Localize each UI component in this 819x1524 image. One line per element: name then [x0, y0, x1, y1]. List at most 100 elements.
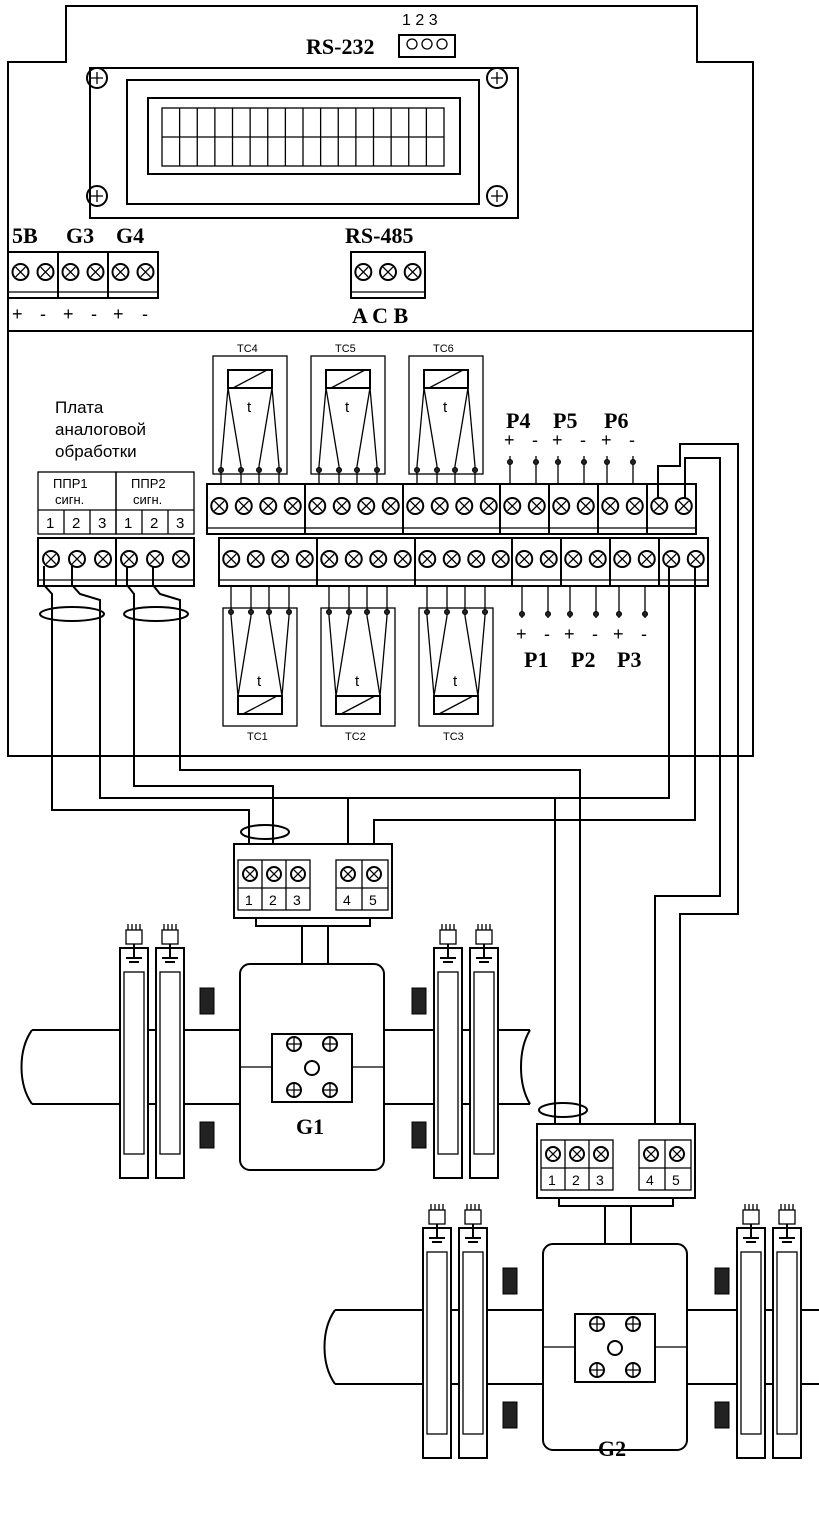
terminal-screw-icon [210, 497, 229, 515]
flange [458, 1204, 488, 1459]
flange [772, 1204, 802, 1459]
flowmeter-pin-label: 1 [245, 892, 253, 908]
flowmeter-pin-label: 5 [672, 1172, 680, 1188]
terminal-screw-icon [515, 550, 534, 568]
flowmeter-pin-label: 4 [646, 1172, 654, 1188]
board-line-3: обработки [55, 442, 137, 461]
screw-icon [86, 185, 108, 207]
terminal-screw-icon [503, 497, 522, 515]
terminal-screw-icon [539, 550, 558, 568]
sensor-symbol: t [453, 673, 458, 690]
terminal-screw-icon [406, 497, 425, 515]
ppr2-pin-2: 2 [150, 515, 158, 532]
rs485-label: RS-485 [345, 223, 413, 248]
terminal-screw-icon [569, 1146, 585, 1162]
sensor-symbol: t [247, 399, 252, 416]
ppr1-name: ППР1 [53, 476, 88, 491]
rs485-terminal: RS-485 A C B [345, 223, 426, 328]
terminal-block-upper-2 [304, 483, 404, 535]
power-polarity-4: - [91, 304, 97, 324]
power-polarity-3: + [63, 304, 74, 324]
terminal-screw-icon [491, 550, 510, 568]
terminal-block-upper-7 [646, 483, 697, 535]
terminal-block-upper-6 [597, 483, 648, 535]
flange [119, 924, 149, 1179]
terminal-screw-icon [479, 497, 498, 515]
terminal-screw-icon [42, 550, 60, 568]
flange [433, 924, 463, 1179]
flange [736, 1204, 766, 1459]
terminal-screw-icon [418, 550, 437, 568]
power-polarity-2: - [40, 304, 46, 324]
terminal-screw-icon [357, 497, 376, 515]
power-label-g4: G4 [116, 223, 144, 248]
terminal-block-lower-8 [609, 537, 660, 587]
terminal-screw-icon [366, 866, 382, 882]
terminal-screw-icon [674, 497, 693, 515]
pressure-bottom-plus: + [613, 624, 624, 644]
rs232-connector: RS-232 1 2 3 [306, 12, 456, 59]
rs485-pins: A C B [352, 303, 409, 328]
power-label-5b: 5B [12, 223, 38, 248]
ppr1-sub: сигн. [55, 492, 84, 507]
terminal-screw-icon [455, 497, 474, 515]
terminal-screw-icon [593, 1146, 609, 1162]
terminal-block-lower-1 [37, 537, 117, 587]
terminal-screw-icon [136, 263, 155, 281]
terminal-screw-icon [625, 497, 644, 515]
terminal-block-upper-5 [548, 483, 599, 535]
pressure-top-plus: + [601, 430, 612, 450]
flowmeter-g2-label: G2 [598, 1436, 626, 1461]
terminal-screw-icon [259, 497, 278, 515]
terminal-screw-icon [379, 263, 397, 281]
sensor-label: TC4 [237, 343, 258, 355]
terminal-block-upper-3 [402, 483, 502, 535]
terminal-screw-icon [369, 550, 388, 568]
terminal-screw-icon [246, 550, 265, 568]
pressure-bottom-plus: + [564, 624, 575, 644]
pressure-labels: P4 P5 P6 +-+-+- +-+-+- P1 P2 P3 [504, 408, 648, 672]
terminal-block-lower-3 [218, 537, 318, 587]
terminal-screw-icon [576, 497, 595, 515]
terminal-block-g3 [57, 251, 109, 299]
ppr2-pin-3: 3 [176, 515, 184, 532]
terminal-screw-icon [354, 263, 373, 281]
terminal-screw-icon [527, 497, 546, 515]
terminal-screw-icon [332, 497, 351, 515]
sensor-label: TC2 [345, 731, 366, 743]
lcd-display [86, 67, 519, 219]
terminal-screw-icon [242, 866, 258, 882]
terminal-screw-icon [643, 1146, 659, 1162]
board-line-1: Плата [55, 398, 104, 417]
pressure-top-plus: + [552, 430, 563, 450]
ppr-headers: ППР1 сигн. ППР2 сигн. 1 2 3 1 2 3 [37, 471, 195, 535]
terminal-screw-icon [295, 550, 314, 568]
terminal-screw-icon [266, 866, 282, 882]
terminal-screw-icon [430, 497, 449, 515]
terminal-screw-icon [340, 866, 356, 882]
flange [469, 924, 499, 1179]
screw-icon [486, 185, 508, 207]
terminal-block-upper-1 [206, 483, 306, 535]
flowmeter-pin-label: 4 [343, 892, 351, 908]
ppr1-pin-2: 2 [72, 515, 80, 532]
terminal-screw-icon [381, 497, 400, 515]
terminal-screw-icon [601, 497, 620, 515]
pressure-bottom-minus: - [544, 624, 550, 644]
rs232-pins: 1 2 3 [402, 12, 438, 29]
flowmeter-pin-label: 2 [572, 1172, 580, 1188]
terminal-screw-icon [36, 263, 55, 281]
pressure-top-minus: - [532, 430, 538, 450]
p3-label: P3 [617, 647, 641, 672]
terminal-screw-icon [94, 550, 112, 568]
ppr2-sub: сигн. [133, 492, 162, 507]
terminal-screw-icon [650, 497, 669, 515]
ppr2-name: ППР2 [131, 476, 166, 491]
power-terminals: 5B G3 G4 + - + - + - [7, 223, 159, 324]
terminal-block-lower-6 [511, 537, 562, 587]
